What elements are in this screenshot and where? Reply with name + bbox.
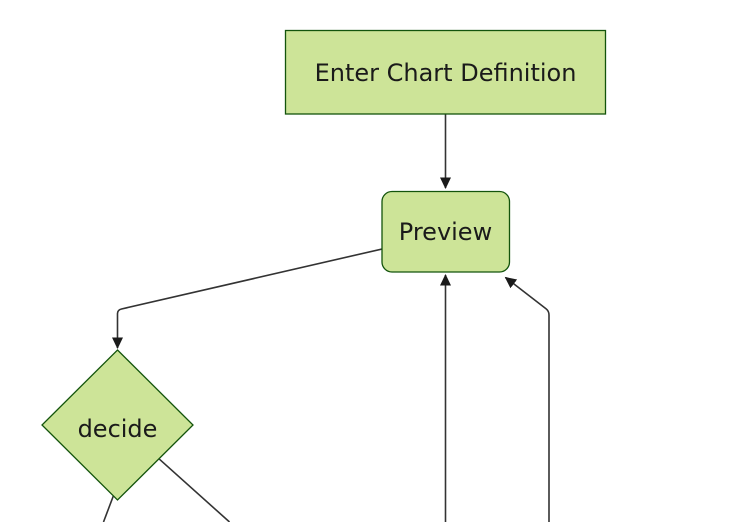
node-enter-chart-definition-shape	[284, 29, 607, 115]
edge-preview-to-decide	[112, 248, 383, 349]
edge-group	[102, 114, 550, 522]
node-preview-label: Preview	[399, 218, 492, 246]
node-preview-shape	[381, 190, 511, 273]
node-enter-chart-definition: Enter Chart Definition	[284, 29, 607, 115]
edge-decide-to-offscreen-bottom	[158, 458, 231, 522]
node-enter-chart-definition-label: Enter Chart Definition	[315, 59, 577, 87]
edge-decide-to-offscreen-bottom-left	[102, 495, 115, 522]
node-decide-label: decide	[78, 415, 158, 443]
node-decide-shape	[41, 349, 194, 501]
edge-offscreen-bottom-right-to-preview	[504, 276, 550, 522]
node-decide: decide	[41, 349, 194, 501]
node-preview: Preview	[381, 190, 511, 273]
